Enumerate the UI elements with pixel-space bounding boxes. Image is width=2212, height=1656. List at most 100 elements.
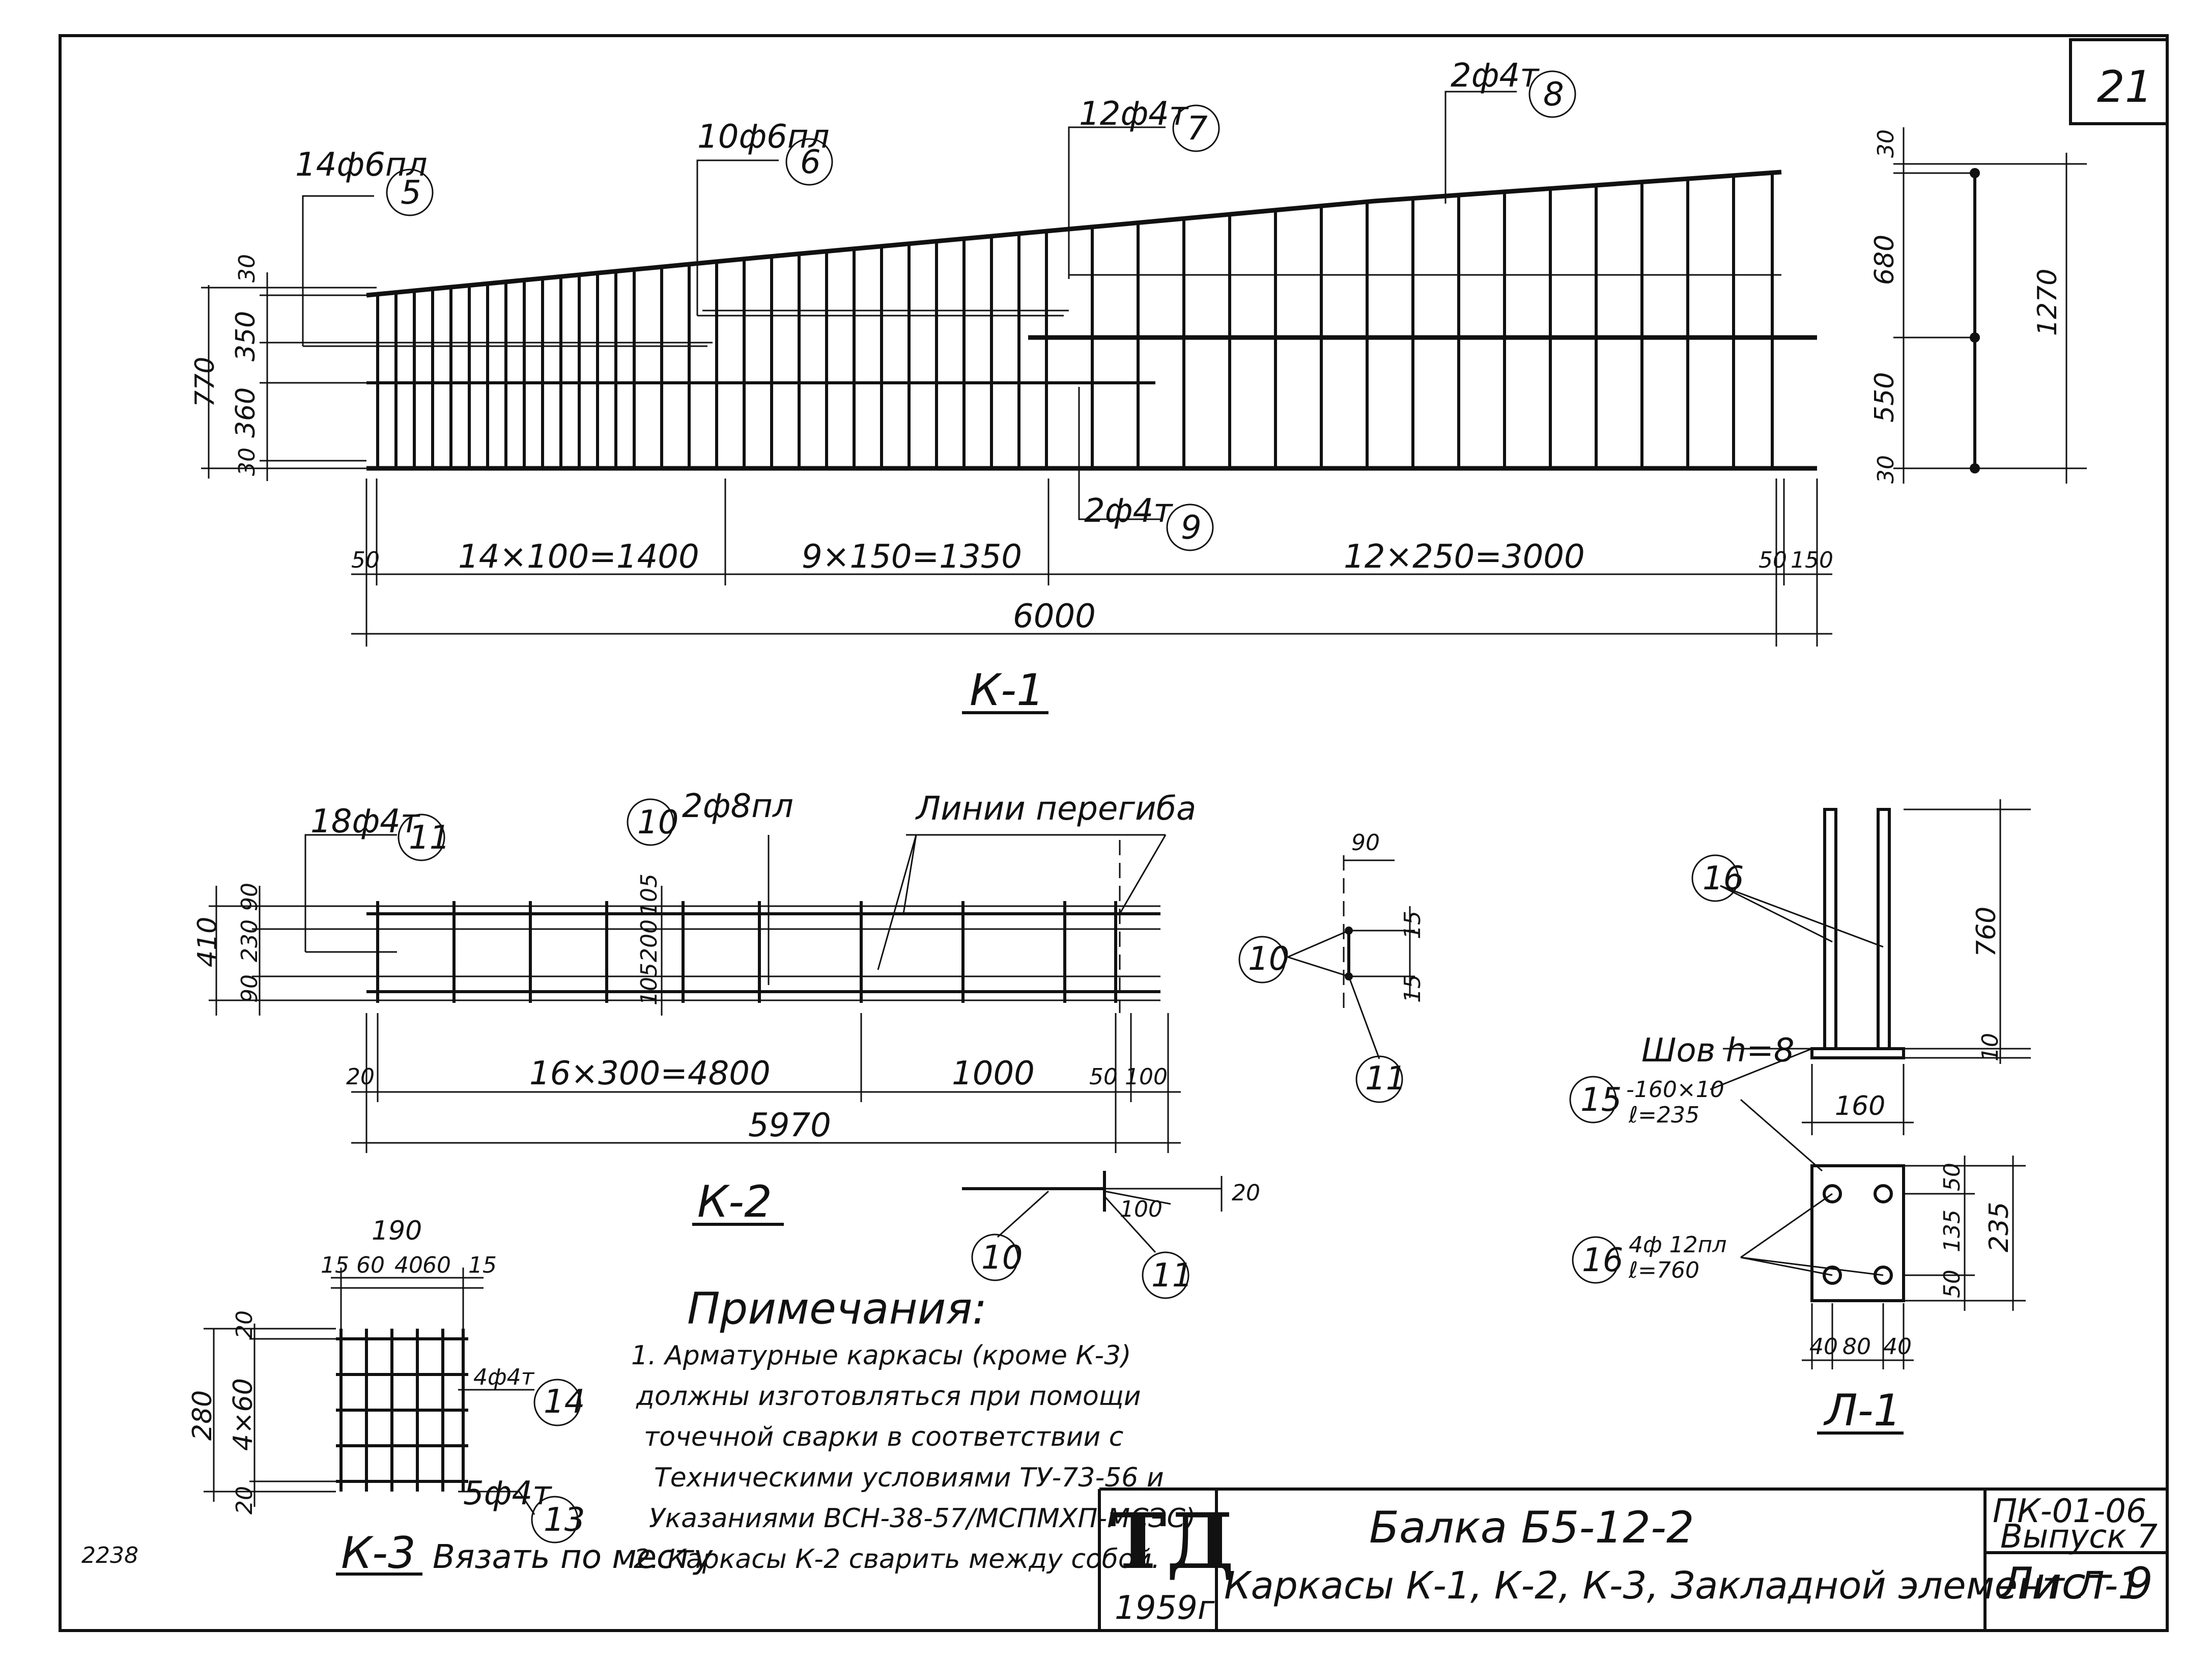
k1-caption: К-1 [970, 665, 1044, 716]
k2-bend-mark10: 10 [981, 1239, 1023, 1277]
k2-dim-105a: 105 [636, 874, 662, 916]
series-code: ПК-01-06 [1993, 1493, 2147, 1530]
k1-bar8: 2ф4т [1451, 57, 1540, 95]
k2-mark10: 10 [637, 804, 678, 841]
k1-bar9: 2ф4т [1084, 492, 1173, 530]
k2-bar10: 2ф8пл [682, 788, 793, 825]
k2-section [1238, 855, 1415, 1103]
issue-number: Выпуск 7 [2000, 1518, 2158, 1556]
l1-dim-235: 235 [1984, 1202, 2015, 1252]
l1-bar16-len: ℓ=760 [1628, 1257, 1699, 1283]
k1-dim-height: 770 [190, 357, 220, 407]
l1-dim-50a: 50 [1939, 1163, 1965, 1191]
notes-line-2: точечной сварки в соответствии с [644, 1422, 1123, 1452]
k3-dim-top-3: 60 [422, 1252, 451, 1278]
margin-number: 2238 [81, 1542, 138, 1568]
k2-bend-20: 20 [1232, 1180, 1260, 1206]
l1-plate-len: ℓ=235 [1628, 1102, 1699, 1128]
notes-line-4: Указаниями ВСН-38-57/МСПМХП-МСЭС) [649, 1503, 1196, 1534]
k3-note: Вязать по месту [433, 1538, 713, 1576]
k2-dim-200: 200 [636, 919, 662, 962]
k2-sec-15a: 15 [1400, 911, 1426, 939]
title-block [1098, 1487, 2167, 1631]
k1-bottom-dims [351, 479, 1832, 647]
k2-dim-410: 410 [192, 917, 223, 967]
k1-mark5: 5 [401, 174, 421, 212]
k1-dim-total: 6000 [1013, 598, 1096, 635]
l1-bar16: 4ф 12пл [1629, 1232, 1726, 1258]
k2-dim-20: 20 [346, 1064, 375, 1090]
k2-bottom-dims [351, 1013, 1181, 1153]
k1-frame [366, 170, 1817, 471]
k3-dim-top-2: 40 [394, 1252, 423, 1278]
l1-mark16b: 16 [1582, 1242, 1623, 1279]
k1-dim-height-right: 1270 [2032, 269, 2063, 336]
k2-frame [366, 840, 1160, 1013]
k1-mark8: 8 [1543, 76, 1564, 114]
k2-dim-105b: 105 [636, 963, 662, 1005]
k1-dim-right-2: 550 [1869, 372, 1900, 423]
k1-dim-left-0: 30 [234, 254, 260, 283]
l1-dim-760: 760 [1971, 907, 2002, 957]
k1-dim-right-3: 30 [1873, 455, 1899, 484]
k1-left-dims [201, 272, 377, 481]
k1-leaders [302, 91, 1517, 520]
k3-dim-top-4: 15 [468, 1252, 497, 1278]
k1-bar5: 14ф6пл [295, 146, 428, 184]
notes-line-0: 1. Арматурные каркасы (кроме К-3) [631, 1340, 1131, 1371]
l1-dim-10: 10 [1977, 1033, 2003, 1061]
k1-mark7: 7 [1187, 110, 1208, 148]
k2-dim-seg1: 16×300=4800 [529, 1055, 771, 1092]
k3-bar14: 4ф4т [473, 1364, 535, 1390]
corner-number: 21 [2097, 62, 2152, 113]
k2-bend-detail [962, 1171, 1223, 1299]
k2-dim-90b: 90 [237, 974, 263, 1003]
l1-plate-spec: -160×10 [1626, 1077, 1724, 1103]
k2-mark11: 11 [409, 819, 450, 857]
k2-bar11: 18ф4т [310, 803, 420, 840]
notes-line-3: Техническими условиями ТУ-73-56 и [654, 1463, 1164, 1493]
k2-bend-mark11: 11 [1151, 1257, 1193, 1295]
notes-line-5: 2. Каркасы К-2 сварить между собой. [634, 1544, 1160, 1575]
l1-dim-80: 80 [1842, 1334, 1871, 1360]
k1-dim-left-3: 30 [234, 447, 260, 476]
k2-callout-11 [398, 813, 445, 861]
sheet-frame [59, 34, 2169, 1632]
l1-dim-50b: 50 [1939, 1270, 1965, 1298]
stamp-year: 1959г [1115, 1589, 1215, 1627]
k3-mark13: 13 [544, 1501, 585, 1539]
k3-dim-190: 190 [372, 1216, 422, 1246]
k3-dim-top-0: 15 [321, 1252, 349, 1278]
l1-dim-40a: 40 [1809, 1334, 1838, 1360]
k3-dim-20b: 20 [232, 1486, 258, 1514]
k1-dim-right-0: 30 [1873, 129, 1899, 158]
sheet-number: Лист 9 [1999, 1558, 2153, 1609]
k1-bar6: 10ф6пл [697, 118, 830, 156]
l1-dim-135: 135 [1939, 1210, 1965, 1252]
k1-verticals [376, 173, 1774, 468]
k1-mark6: 6 [800, 144, 821, 181]
k2-dim-230: 230 [237, 919, 263, 962]
l1-part [1569, 799, 2031, 1369]
k1-dim-right-1: 680 [1869, 235, 1900, 285]
k3-mesh [204, 1268, 581, 1543]
k2-leaders [304, 834, 1167, 985]
title-main: Балка Б5-12-2 [1369, 1502, 1694, 1553]
k1-dim-50b: 50 [1759, 547, 1787, 573]
k2-left-dims [209, 886, 663, 1016]
k3-bar13: 5ф4т [463, 1475, 552, 1512]
k2-sec-mark10: 10 [1248, 940, 1289, 978]
k2-dim-90a: 90 [237, 883, 263, 911]
k2-dim-100: 100 [1125, 1064, 1168, 1090]
k3-dim-280: 280 [187, 1390, 218, 1441]
k1-mark9: 9 [1181, 509, 1202, 547]
k1-bar7: 12ф4т [1079, 95, 1189, 133]
k1-dim-50a: 50 [351, 547, 380, 573]
l1-dim-160: 160 [1835, 1091, 1885, 1121]
k1-section [1893, 127, 2087, 484]
k1-callouts [386, 70, 1576, 551]
title-sub: Каркасы К-1, К-2, К-3, Закладной элемент… [1224, 1564, 2142, 1608]
k2-caption: К-2 [697, 1176, 772, 1227]
l1-caption: Л-1 [1823, 1385, 1901, 1436]
l1-weld: Шов h=8 [1641, 1032, 1795, 1070]
